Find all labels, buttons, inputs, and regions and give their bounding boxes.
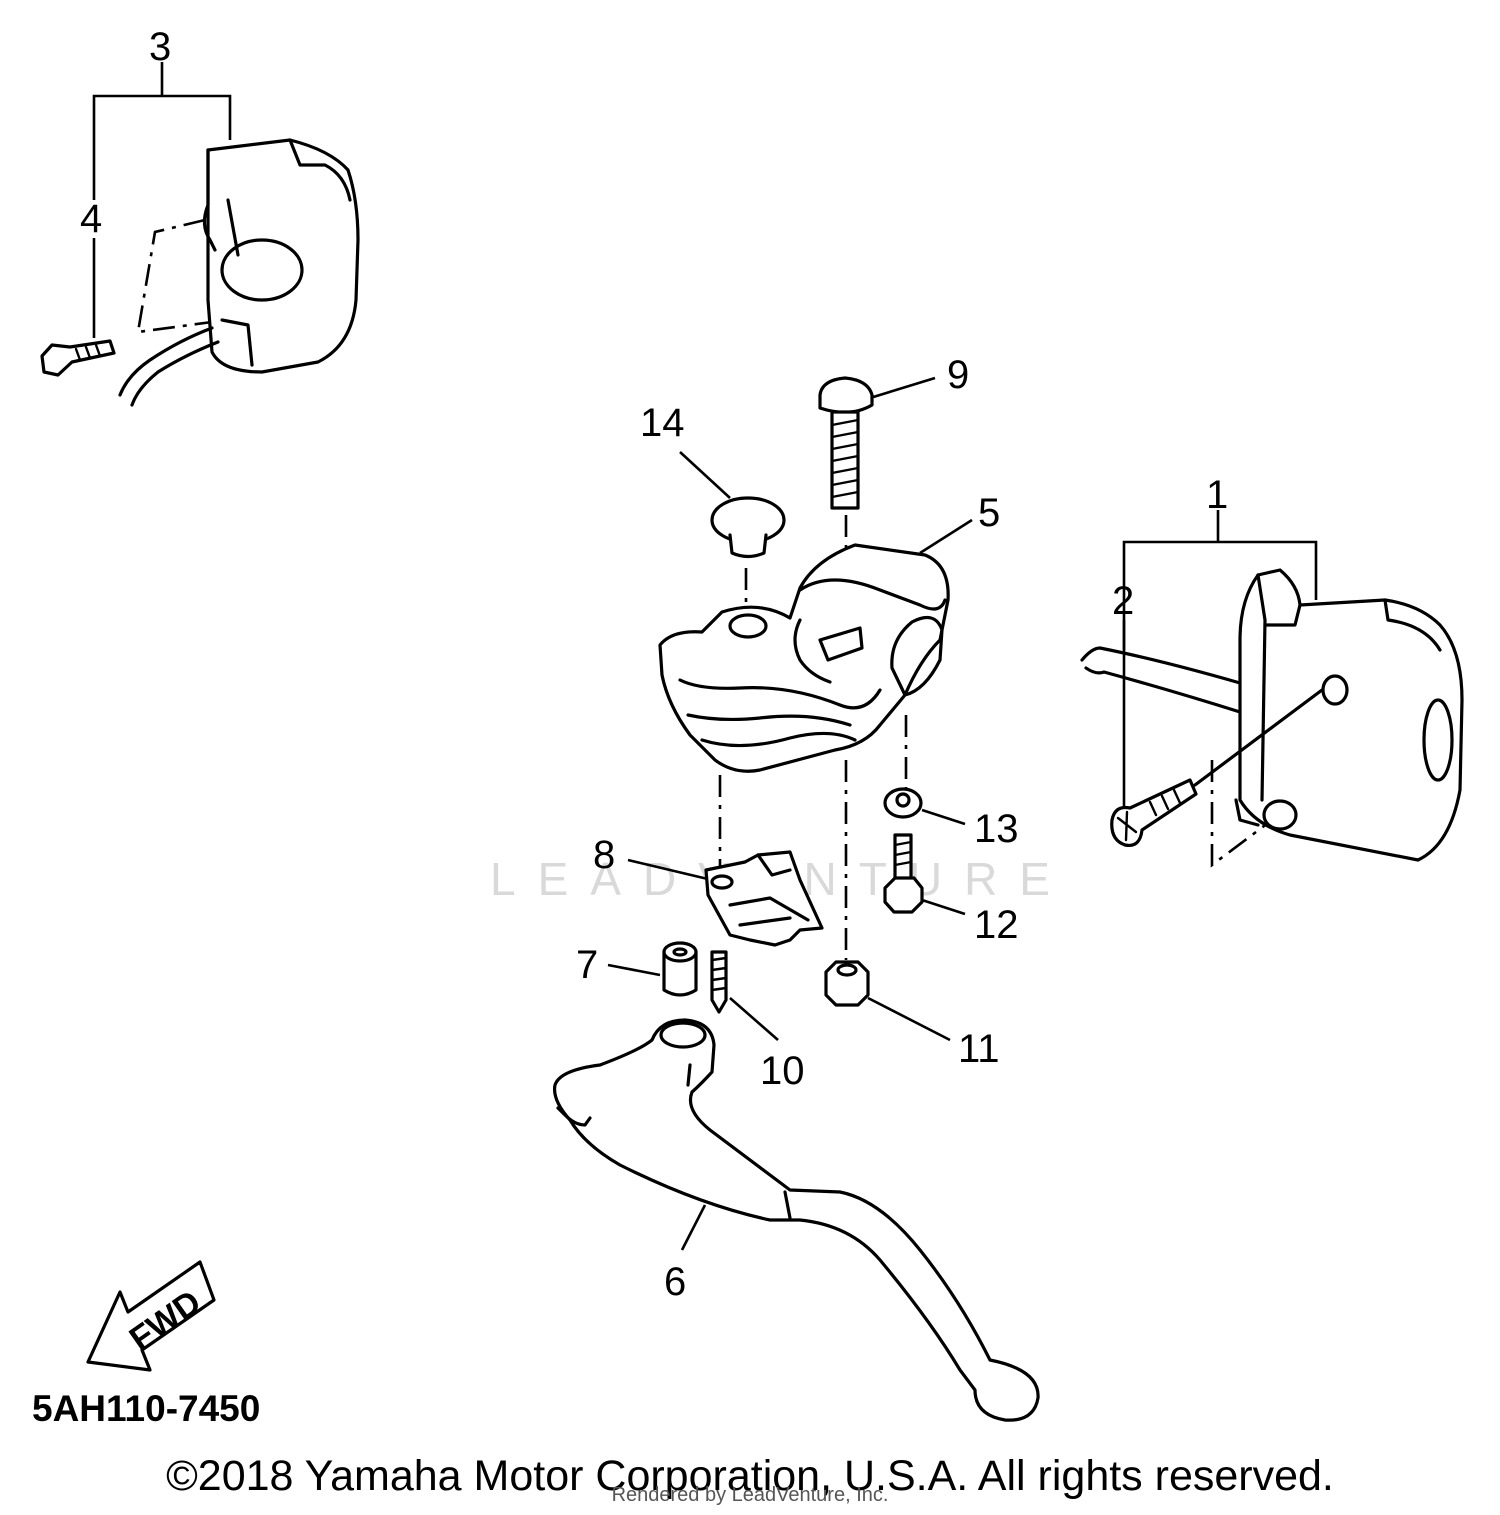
callout-14: 14: [640, 401, 685, 445]
nut-11: [824, 960, 870, 1007]
copyright-notice: ©2018 Yamaha Motor Corporation, U.S.A. A…: [166, 1452, 1334, 1500]
bolt-12-thread: [893, 840, 913, 867]
callout-12: 12: [974, 903, 1019, 947]
collar-body: [662, 950, 698, 997]
switch-detail: [728, 896, 810, 927]
screw-axis-right: [1193, 688, 1324, 787]
part-8-switch: [627, 850, 824, 947]
callout-10: 10: [760, 1049, 805, 1093]
switch-housing-detail: [220, 198, 254, 367]
switch-housing-right-edge: [1256, 573, 1302, 802]
callout-11: 11: [958, 1027, 1000, 1071]
cap-stem: [728, 533, 768, 559]
bolt-thread: [830, 418, 860, 499]
centerline-2: [1210, 760, 1273, 868]
part-14-cap: [679, 451, 786, 620]
lever-body: [552, 1018, 1040, 1422]
leader-10: [729, 997, 779, 1041]
screw-2-thread: [1148, 788, 1182, 817]
collar-hole: [672, 947, 688, 957]
leader-13: [921, 808, 966, 826]
collar-top: [662, 941, 698, 963]
switch-housing-right-tab: [1234, 798, 1260, 827]
left-switch-assembly: [40, 62, 360, 407]
leader-12: [921, 898, 966, 916]
switch-tab: [756, 853, 792, 877]
callout-5: 5: [978, 491, 1000, 535]
switch-wire-left: [118, 326, 220, 407]
leader-14: [679, 451, 731, 499]
switch-housing-right-top: [1383, 598, 1442, 652]
nut-13: [883, 787, 923, 819]
bracket-1: [1122, 540, 1318, 650]
part-13-nut: [883, 787, 966, 826]
callout-7: 7: [576, 943, 598, 987]
part-6-lever: [552, 1018, 1040, 1422]
bolt-12-head: [883, 876, 924, 914]
callout-2: 2: [1112, 579, 1134, 623]
holder-bore: [890, 615, 944, 697]
switch-housing-left: [206, 138, 360, 374]
fwd-arrow-icon: [86, 1260, 216, 1372]
part-10-screw: [710, 950, 779, 1041]
leader-11: [867, 996, 951, 1042]
part-11-nut: [824, 960, 951, 1042]
part-12-bolt: [883, 833, 966, 916]
part-9-bolt: [818, 376, 936, 640]
screw-10: [710, 950, 728, 1014]
holder-body: [658, 543, 950, 773]
switch-housing-right: [1238, 568, 1464, 862]
nut-13-hole: [895, 792, 911, 808]
nut-11-hole: [836, 963, 858, 977]
handlebar-hole-left: [220, 238, 304, 302]
handlebar-hole-right: [1422, 698, 1454, 782]
leader-7: [607, 963, 661, 977]
callout-3: 3: [149, 25, 171, 69]
switch-hole: [710, 874, 734, 890]
rendered-by-notice: Rendered by LeadVenture, Inc.: [611, 1484, 889, 1506]
callout-6: 6: [664, 1260, 686, 1304]
lever-end: [556, 1106, 592, 1127]
diagram-code: 5AH110-7450: [32, 1388, 261, 1429]
right-switch-assembly: [1080, 510, 1464, 868]
bolt-head: [818, 376, 874, 414]
holder-neck: [793, 618, 832, 684]
right-screw-hole-bottom: [1262, 799, 1298, 831]
switch-wire-right: [1080, 646, 1242, 714]
holder-screw-hole: [728, 613, 768, 639]
switch-housing-edge: [202, 148, 217, 252]
callout-9: 9: [947, 353, 969, 397]
centerline-4: [136, 218, 213, 334]
screw-4-thread: [74, 343, 102, 362]
part-5-holder: [658, 518, 973, 960]
holder-clamp-top: [798, 578, 947, 611]
screw-2-slot: [1116, 810, 1138, 842]
holder-slot: [818, 626, 864, 662]
fwd-direction-arrow: FWD: [86, 1260, 216, 1372]
callout-8: 8: [593, 833, 615, 877]
leader-6: [680, 1204, 707, 1251]
leader-9: [869, 376, 936, 400]
lever-pivot-hole: [659, 1021, 707, 1049]
holder-contours: [678, 678, 882, 748]
lever-detail: [686, 1063, 792, 1220]
switch-housing-top: [288, 138, 352, 202]
leader-5: [919, 518, 973, 555]
callout-13: 13: [974, 807, 1019, 851]
leader-8: [627, 858, 713, 882]
callout-1: 1: [1206, 473, 1228, 517]
callout-4: 4: [80, 197, 102, 241]
part-7-collar: [607, 941, 698, 997]
screw-10-thread: [710, 956, 728, 992]
